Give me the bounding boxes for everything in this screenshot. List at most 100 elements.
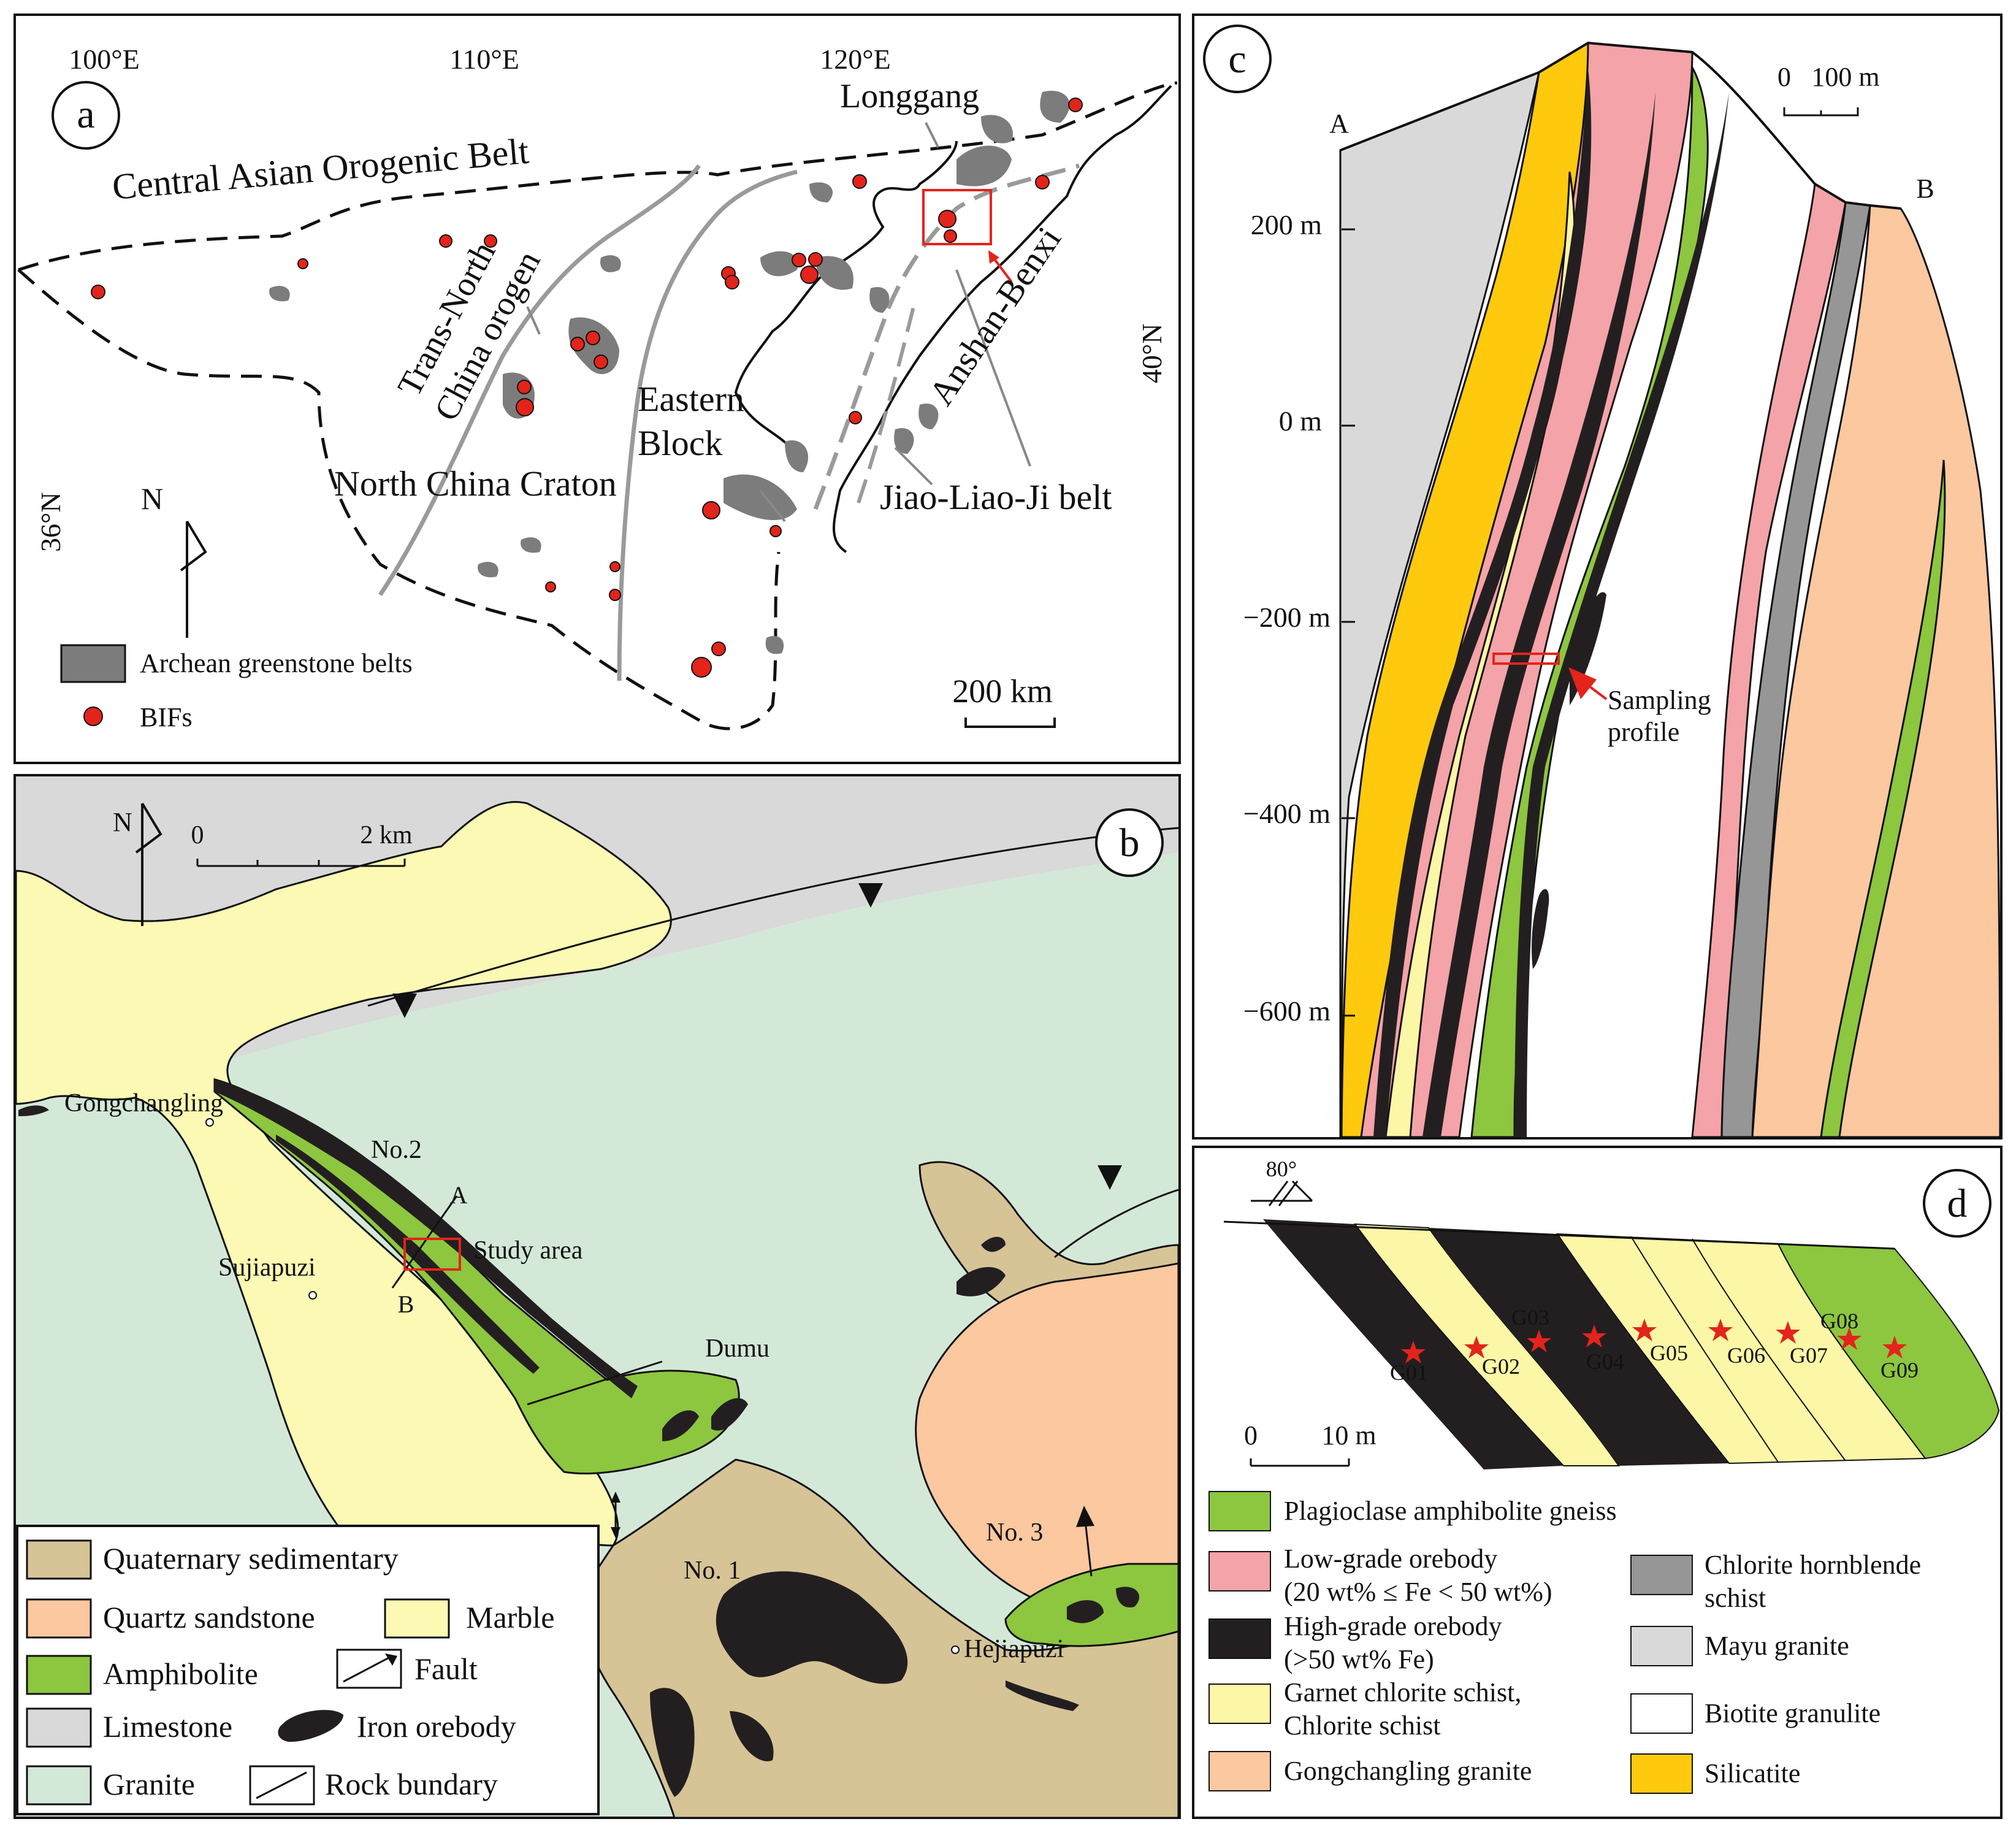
black-lens-2 [1532, 889, 1549, 969]
legend-granite-label: Granite [103, 1767, 195, 1801]
trans-north-china-orogen-east [617, 169, 798, 681]
trans-north-china-orogen-west [378, 164, 701, 596]
elev-m200: −200 m [1243, 602, 1331, 633]
no3-arrow [1076, 1506, 1094, 1577]
eastern-label-1: Eastern [638, 379, 744, 419]
sample-g05: G05 [1650, 1341, 1688, 1365]
legend-d-lowgrade-2: (20 wt% ≤ Fe < 50 wt%) [1284, 1577, 1552, 1607]
sample-g08: G08 [1820, 1309, 1858, 1333]
longgang-arrow [925, 122, 939, 148]
elev-0: 0 m [1279, 405, 1323, 437]
scale-bar-b [196, 859, 406, 867]
scale-a-label: 200 km [952, 673, 1053, 710]
sujiapuzi-label: Sujiapuzi [218, 1254, 316, 1282]
scale-c-zero: 0 [1777, 62, 1791, 92]
legend-d-biotite: Biotite granulite [1705, 1698, 1880, 1728]
sample-g07: G07 [1790, 1343, 1828, 1368]
legend-d-amphibolite: Plagioclase amphibolite gneiss [1284, 1496, 1617, 1526]
end-b-label: B [1916, 174, 1934, 204]
profile-surface [1223, 1220, 1895, 1250]
lat-tick-40: 40°N [1136, 323, 1167, 383]
jlj-label: Jiao-Liao-Ji belt [880, 477, 1112, 517]
fault-arrows [392, 883, 1122, 1190]
legend-d-lowgrade-1: Low-grade orebody [1284, 1544, 1497, 1574]
legend-quartz-label: Quartz sandstone [103, 1600, 315, 1634]
no1-label: No. 1 [684, 1557, 741, 1585]
scale-d-end: 10 m [1321, 1420, 1376, 1450]
legend-greenstone-swatch [60, 644, 126, 683]
legend-d-silicatite: Silicatite [1705, 1758, 1800, 1788]
jiao-liao-ji-belt-line-2 [857, 306, 915, 504]
anshan-arrow [955, 269, 1031, 467]
bif-dots [91, 98, 1083, 678]
panel-d-label: d [1947, 1181, 1968, 1226]
low-grade-orebody-left [1360, 42, 1693, 1138]
legend-d-highgrade-1: High-grade orebody [1284, 1611, 1502, 1641]
sample-g02: G02 [1482, 1354, 1520, 1379]
study-area-box [922, 189, 992, 245]
panel-a-frame [13, 13, 1181, 764]
scale-c-end: 100 m [1811, 62, 1879, 92]
lon-tick-100: 100°E [69, 44, 140, 75]
lon-tick-110: 110°E [449, 44, 519, 75]
panel-a [13, 13, 1181, 764]
double-arrow [611, 1492, 620, 1538]
lon-tick-120: 120°E [820, 44, 891, 75]
legend-limestone-label: Limestone [103, 1709, 232, 1744]
marble-unit [15, 801, 672, 1610]
section-b-label: B [398, 1290, 414, 1318]
amphibolite-right [1820, 459, 1946, 1138]
surface-profile [1340, 41, 1901, 210]
scale-bar-d [1250, 1458, 1350, 1467]
red-arrow [992, 256, 1013, 283]
sampling-arrow-head [1568, 667, 1597, 699]
panel-b-label: b [1120, 821, 1140, 865]
sample-g06: G06 [1727, 1343, 1765, 1368]
scale-b-end: 2 km [360, 821, 413, 849]
high-grade-orebody-mid [1422, 92, 1655, 1137]
legend-boundary-label: Rock bundary [325, 1767, 498, 1801]
panel-b-label-circle [1095, 808, 1164, 877]
panel-a-label-circle [52, 81, 120, 150]
legend-marble-label: Marble [466, 1600, 554, 1634]
no2-label: No.2 [371, 1136, 422, 1164]
eastern-label-2: Block [638, 423, 723, 463]
panel-d-label-circle [1923, 1169, 1991, 1238]
scale-d-zero: 0 [1244, 1420, 1258, 1450]
lat-tick-36: 36°N [35, 492, 66, 552]
legend-bif-label: BIFs [140, 702, 193, 732]
north-label-a: N [141, 481, 163, 516]
band-high-2 [1429, 1228, 1729, 1466]
sampling-label-1: Sampling [1608, 685, 1711, 715]
elev-m400: −400 m [1243, 798, 1331, 829]
study-area-box-b [403, 1238, 461, 1271]
elev-200: 200 m [1251, 209, 1323, 240]
sujiapuzi-point [308, 1291, 317, 1300]
legend-d-gongchangling: Gongchangling granite [1284, 1756, 1532, 1786]
sample-stars [1401, 1319, 1907, 1363]
panel-b [13, 774, 1181, 1819]
elev-m600: −600 m [1243, 995, 1331, 1027]
panel-c-label-circle [1203, 25, 1272, 93]
legend-greenstone-label: Archean greenstone belts [140, 648, 413, 678]
north-china-craton-boundary [17, 81, 1178, 730]
north-arrow-b [135, 802, 162, 926]
north-label-b: N [113, 807, 132, 837]
legend-b-icons [256, 1653, 397, 1799]
schist-internal-lines [1630, 1236, 1846, 1463]
elevation-ticks [1342, 228, 1355, 1017]
legend-amphibolite-label: Amphibolite [103, 1657, 258, 1691]
end-a-label: A [1329, 109, 1349, 139]
mayu-granite [1339, 71, 1541, 1138]
north-arrow-a [180, 520, 207, 638]
high-grade-orebody-left [1373, 67, 1592, 1137]
band-amphibolite [1777, 1243, 2000, 1460]
legend-d-garnet-1: Garnet chlorite schist, [1284, 1677, 1521, 1707]
panel-c [1192, 13, 2003, 1139]
legend-d-chlorite-1: Chlorite hornblende [1705, 1550, 1921, 1580]
rock-boundary-line [527, 1360, 663, 1406]
eastern-arrow [759, 489, 786, 523]
panel-d [1192, 1146, 2003, 1819]
section-line-ab [391, 1195, 458, 1289]
legend-fault-label: Fault [414, 1652, 478, 1686]
